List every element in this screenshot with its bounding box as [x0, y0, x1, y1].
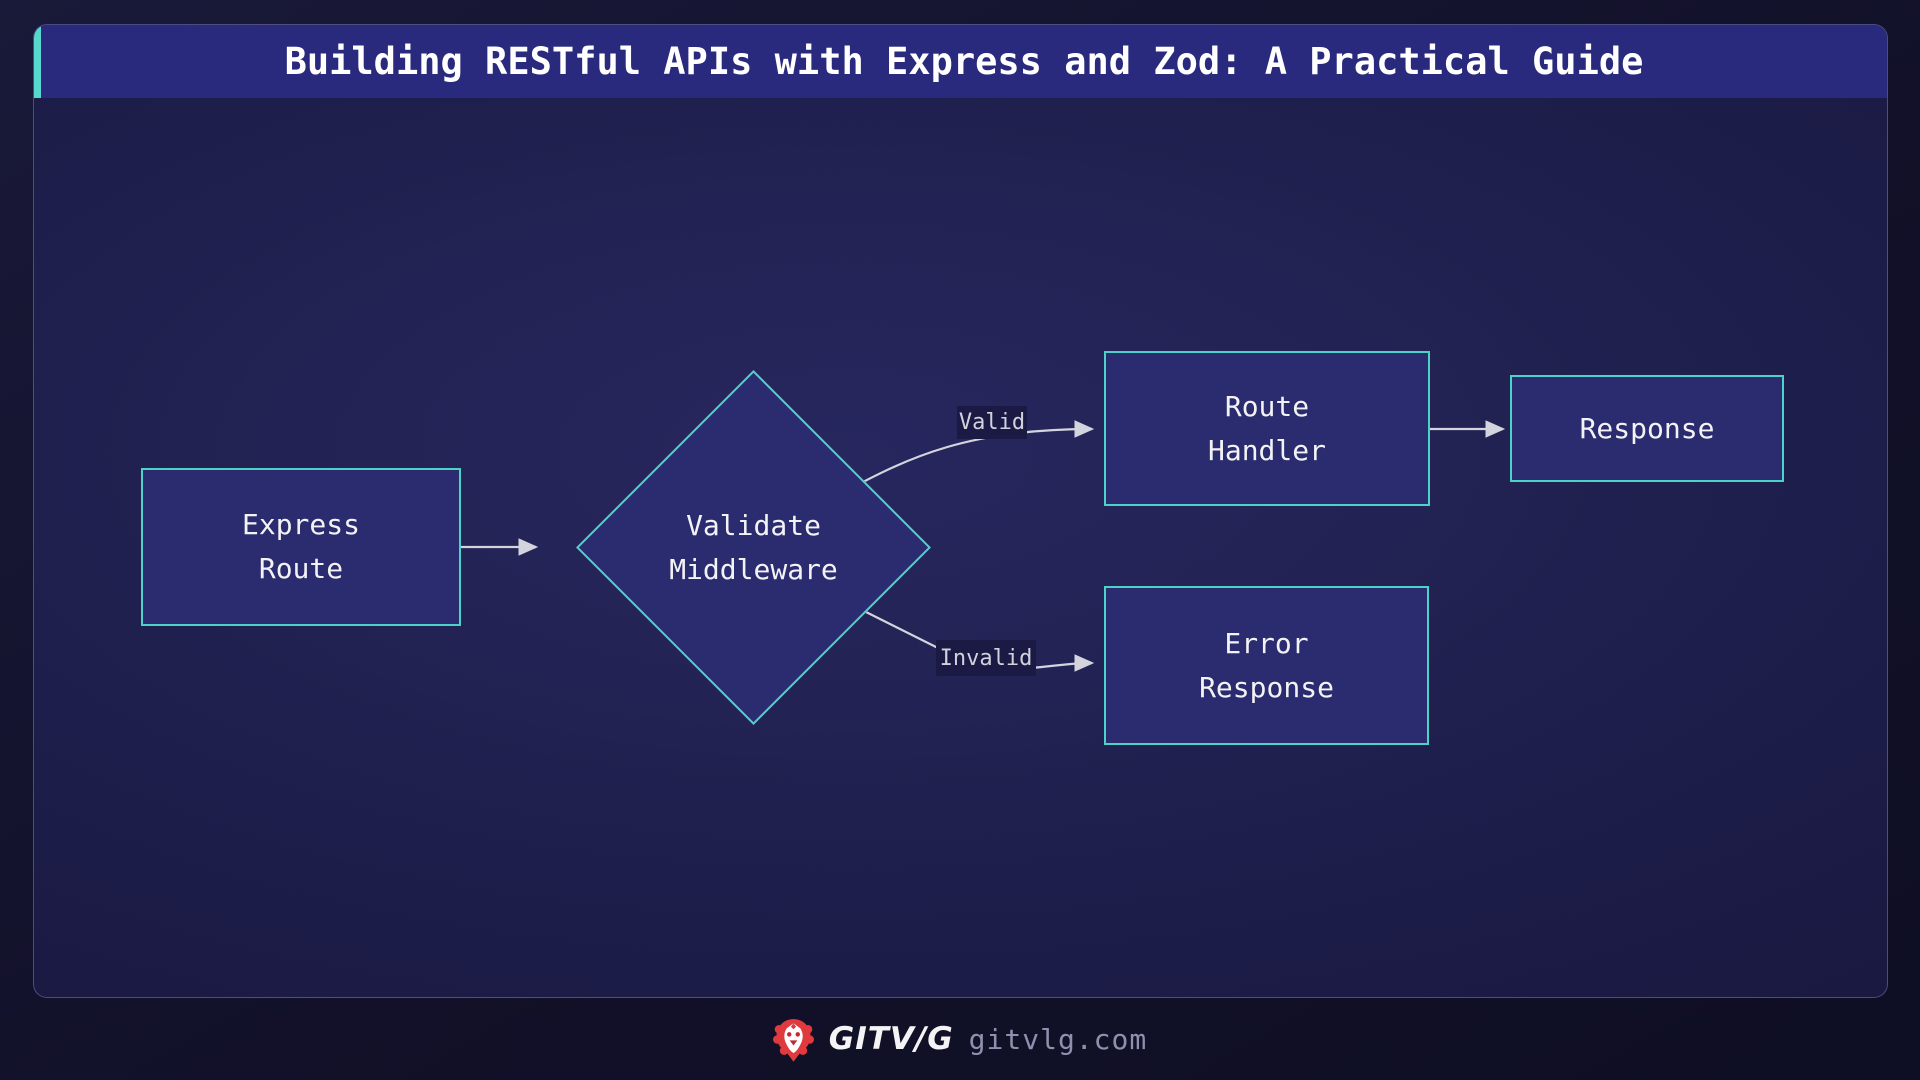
page-title: Building RESTful APIs with Express and Z…: [284, 40, 1644, 83]
node-response: Response: [1510, 375, 1784, 482]
title-bar: Building RESTful APIs with Express and Z…: [34, 25, 1887, 98]
node-response-line1: Response: [1579, 411, 1715, 445]
node-express-route-line2: Route: [258, 552, 344, 585]
flowchart-canvas: Express Route Validate Middleware Route …: [34, 25, 1887, 997]
edge-label-invalid: Invalid: [936, 640, 1036, 676]
node-validate-middleware: Validate Middleware: [595, 398, 912, 697]
diagram-panel: Building RESTful APIs with Express and Z…: [33, 24, 1888, 998]
node-error-response-line1: Error: [1224, 626, 1309, 660]
node-route-handler-line2: Handler: [1207, 433, 1326, 467]
node-route-handler: Route Handler: [1104, 351, 1430, 506]
brand-name: GITV/G: [828, 1021, 954, 1057]
edge-validate-to-route-handler: [845, 420, 1095, 492]
node-validate-middleware-line2: Middleware: [669, 552, 838, 586]
footer: GITV/G gitvlg.com: [0, 998, 1920, 1080]
node-express-route-line1: Express: [241, 508, 360, 541]
lion-icon: [772, 1018, 814, 1062]
node-validate-middleware-line1: Validate: [686, 508, 821, 542]
node-error-response-line2: Response: [1199, 670, 1334, 704]
node-route-handler-line1: Route: [1224, 389, 1310, 423]
node-error-response: Error Response: [1104, 586, 1429, 745]
site-url: gitvlg.com: [968, 1022, 1148, 1056]
node-express-route: Express Route: [141, 468, 461, 626]
edge-label-valid: Valid: [957, 406, 1027, 439]
